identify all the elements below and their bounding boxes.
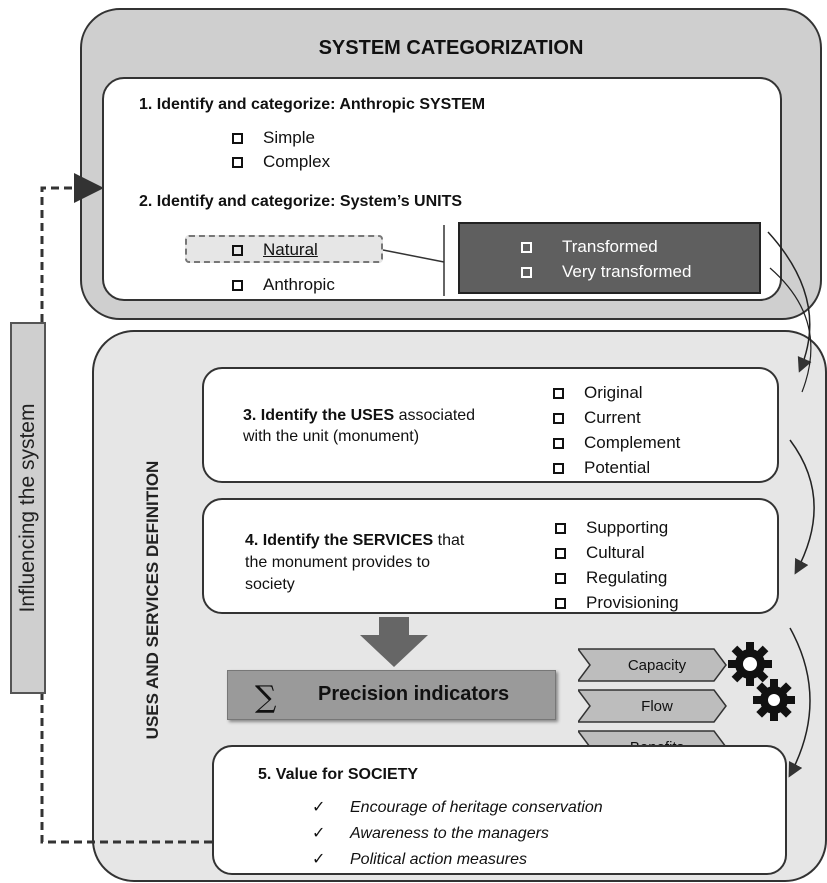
feedback-label: Influencing the system: [16, 403, 39, 613]
chevron-capacity: [578, 648, 727, 682]
step3-card: [202, 367, 779, 483]
checkbox-icon: [553, 388, 564, 399]
step2-option-natural[interactable]: Natural: [232, 240, 318, 260]
step4-heading: 4. Identify the SERVICES that the monume…: [245, 532, 465, 593]
step5-item: ✓Awareness to the managers: [312, 821, 603, 847]
step1-heading: 1. Identify and categorize: Anthropic SY…: [139, 96, 486, 113]
step3-options: Original Current Complement Potential: [553, 380, 680, 480]
step1-option-complex[interactable]: Complex: [232, 152, 330, 172]
step3-option-current[interactable]: Current: [553, 405, 680, 430]
step2-heading: 2. Identify and categorize: System’s UNI…: [139, 193, 463, 210]
uses-services-title: USES AND SERVICES DEFINITION: [143, 460, 162, 740]
step3-option-original[interactable]: Original: [553, 380, 680, 405]
indicator-flow: Flow: [641, 698, 673, 715]
natural-highlight: [185, 235, 383, 263]
checkbox-icon: [521, 242, 532, 253]
step5-item: ✓Encourage of heritage conservation: [312, 795, 603, 821]
gear-icon: [728, 642, 795, 721]
step1-option-simple[interactable]: Simple: [232, 128, 315, 148]
checkbox-icon: [521, 267, 532, 278]
precision-indicators-label: Precision indicators: [318, 683, 510, 705]
check-icon: ✓: [312, 851, 326, 868]
step4-option-supporting[interactable]: Supporting: [555, 515, 679, 540]
step4-card: [202, 498, 779, 614]
checkbox-icon: [555, 548, 566, 559]
step4-option-cultural[interactable]: Cultural: [555, 540, 679, 565]
checkbox-icon: [232, 157, 243, 168]
down-arrow-icon: [360, 617, 428, 667]
sigma-icon: ∑: [255, 680, 277, 715]
check-icon: ✓: [312, 825, 326, 842]
checkbox-icon: [232, 280, 243, 291]
step4-option-provisioning[interactable]: Provisioning: [555, 590, 679, 615]
step5-items: ✓Encourage of heritage conservation ✓Awa…: [312, 795, 603, 873]
step4-option-regulating[interactable]: Regulating: [555, 565, 679, 590]
step3-option-complement[interactable]: Complement: [553, 430, 680, 455]
natural-subtypes-box: [458, 222, 761, 294]
step5-heading: 5. Value for SOCIETY: [258, 766, 419, 783]
check-icon: ✓: [312, 799, 326, 816]
feedback-box: [10, 322, 46, 694]
checkbox-icon: [555, 598, 566, 609]
option-transformed[interactable]: Transformed: [521, 237, 658, 257]
indicator-capacity: Capacity: [627, 657, 687, 674]
option-very-transformed[interactable]: Very transformed: [521, 262, 691, 282]
checkbox-icon: [553, 413, 564, 424]
checkbox-icon: [232, 245, 243, 256]
step4-options: Supporting Cultural Regulating Provision…: [555, 515, 679, 615]
checkbox-icon: [555, 523, 566, 534]
step3-option-potential[interactable]: Potential: [553, 455, 680, 480]
precision-indicators-box: [227, 670, 556, 720]
checkbox-icon: [553, 463, 564, 474]
checkbox-icon: [555, 573, 566, 584]
checkbox-icon: [232, 133, 243, 144]
checkbox-icon: [553, 438, 564, 449]
step3-heading: 3. Identify the USES associated with the…: [243, 407, 476, 445]
chevron-flow: [578, 689, 727, 723]
step5-item: ✓Political action measures: [312, 847, 603, 873]
system-categorization-title: SYSTEM CATEGORIZATION: [318, 37, 584, 59]
step5-card: [212, 745, 787, 875]
step2-option-anthropic[interactable]: Anthropic: [232, 275, 335, 295]
